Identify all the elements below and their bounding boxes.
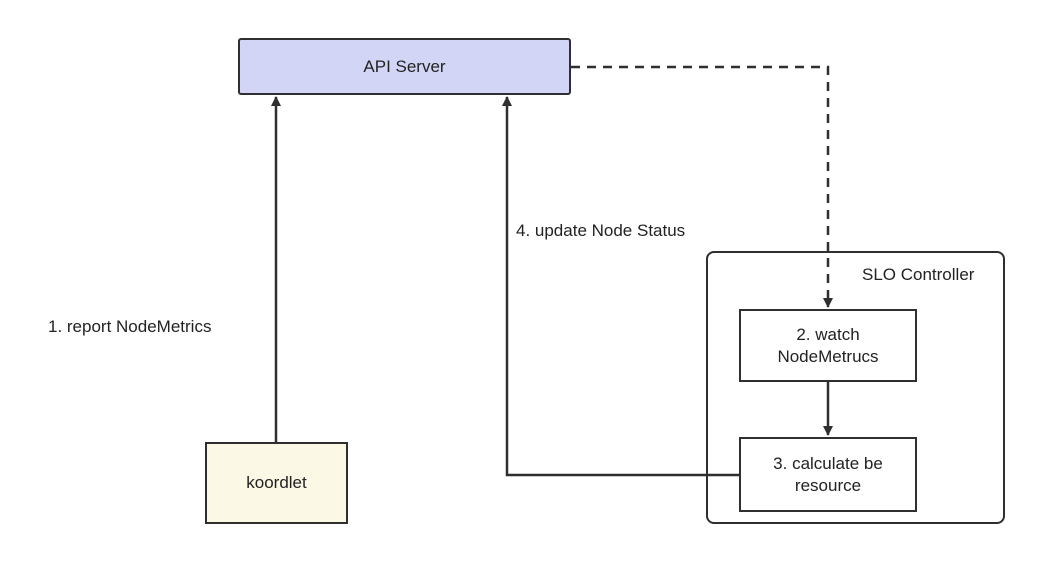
api-server-node: API Server [238, 38, 571, 95]
report-edge-label: 1. report NodeMetrics [48, 317, 212, 336]
calculate-label: 3. calculate be resource [773, 453, 883, 495]
api-server-label: API Server [363, 56, 446, 76]
calculate-node: 3. calculate be resource [739, 437, 917, 512]
watch-node: 2. watch NodeMetrucs [739, 309, 917, 382]
update-edge-label: 4. update Node Status [516, 221, 686, 240]
watch-dashed-arrow [571, 65, 833, 308]
watch-label: 2. watch NodeMetrucs [777, 324, 879, 366]
slo-controller-group [706, 251, 1005, 524]
update-arrow [502, 96, 739, 477]
slo-controller-title: SLO Controller [862, 265, 975, 284]
koordlet-node: koordlet [205, 442, 348, 524]
koordlet-label: koordlet [246, 473, 307, 492]
